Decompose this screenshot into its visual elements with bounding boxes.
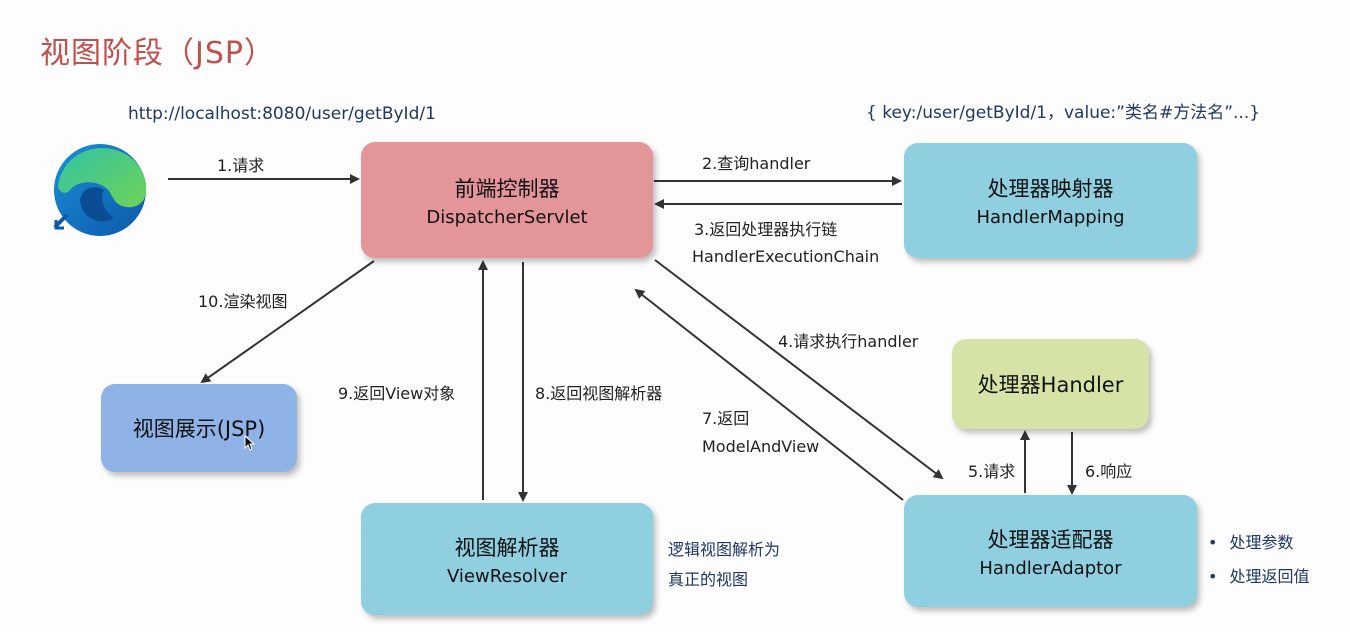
handler-mapping-box: 处理器映射器 HandlerMapping [904,143,1197,258]
step-5-label: 5.请求 [968,462,1016,481]
mapping-cn: 处理器映射器 [987,177,1114,201]
bullet-item: • 处理参数 [1208,526,1309,560]
page-title: 视图阶段（JSP） [40,36,275,71]
step-7-label: 7.返回 [702,409,750,428]
request-url: http://localhost:8080/user/getById/1 [128,104,436,124]
bullet-text: 处理参数 [1229,533,1294,552]
bullet-dot-icon: • [1208,567,1218,586]
step-1-label: 1.请求 [217,156,265,175]
step-3-label: 3.返回处理器执行链 [694,220,838,239]
resolver-note-line-2: 真正的视图 [668,570,749,589]
view-cn: 视图展示(JSP) [132,417,266,441]
resolver-en: ViewResolver [446,565,567,587]
arrow-10-render-view [200,260,375,384]
adaptor-cn: 处理器适配器 [987,527,1114,552]
view-resolver-box: 视图解析器 ViewResolver [361,503,653,615]
step-6-label: 6.响应 [1085,462,1133,481]
dispatcher-en: DispatcherServlet [426,206,588,228]
bullet-dot-icon: • [1208,533,1218,552]
mouse-cursor-icon [244,435,256,451]
handler-cn: 处理器Handler [977,373,1124,397]
resolver-note-line-1: 逻辑视图解析为 [668,540,781,559]
arrow-7-return-modelandview [634,288,904,501]
resolver-note: 逻辑视图解析为 真正的视图 [668,535,780,595]
view-display-box: 视图展示(JSP) [101,384,297,472]
dispatcher-servlet-box: 前端控制器 DispatcherServlet [361,142,653,258]
browser-icon [54,144,147,236]
step-10-label: 10.渲染视图 [198,292,288,311]
step-9-label: 9.返回View对象 [338,384,456,403]
arrow-4-execute-handler [654,259,944,480]
step-3-chain-label: HandlerExecutionChain [692,247,880,266]
step-7-modelandview-label: ModelAndView [702,437,820,456]
handler-box: 处理器Handler [952,339,1149,429]
resolver-cn: 视图解析器 [454,535,560,560]
mapping-note: { key:/user/getById/1，value:”类名#方法名”...} [866,103,1261,123]
adaptor-en: HandlerAdaptor [979,557,1122,579]
step-4-label: 4.请求执行handler [778,332,919,351]
mapping-en: HandlerMapping [976,207,1125,228]
dispatcher-cn: 前端控制器 [454,176,560,201]
step-2-label: 2.查询handler [702,154,811,173]
step-8-label: 8.返回视图解析器 [535,384,663,403]
handler-adaptor-box: 处理器适配器 HandlerAdaptor [904,495,1197,607]
bullet-item: • 处理返回值 [1208,560,1309,594]
bullet-text: 处理返回值 [1229,567,1310,586]
adaptor-bullets: • 处理参数 • 处理返回值 [1208,526,1309,594]
